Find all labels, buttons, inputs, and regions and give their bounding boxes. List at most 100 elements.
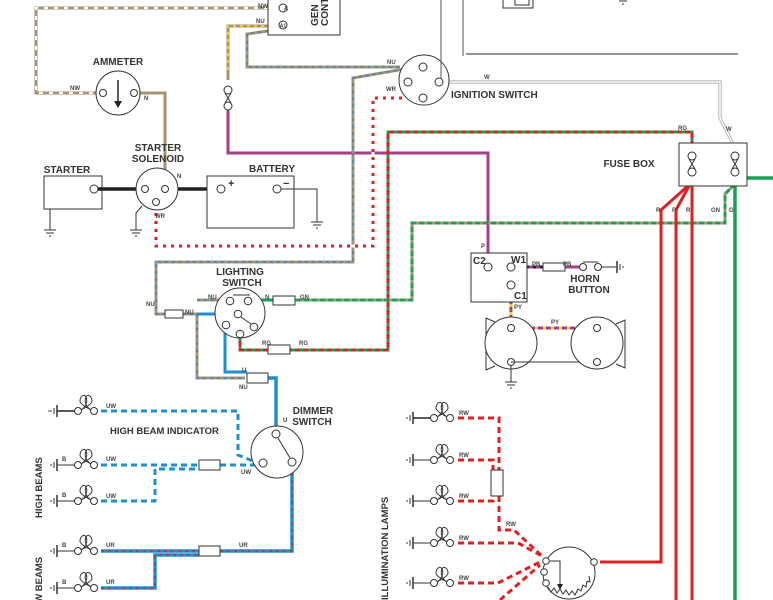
battery[interactable]: BATTERY + − [206,164,324,229]
wire-wr [154,96,418,248]
dimmer-switch-label-1: DIMMER [293,406,334,417]
wire-label: NW [70,86,80,92]
wire-w [440,80,737,149]
wire-label: RG [678,126,687,132]
horn-right[interactable] [570,316,626,370]
horn-button-label-1: HORN [570,274,599,285]
starter-label: STARTER [44,165,91,176]
dimmer-switch-label-2: SWITCH [292,417,331,428]
wire-label: RG [262,341,271,347]
inline-fuse-top [223,85,233,111]
starter[interactable]: STARTER [43,165,103,237]
wire-r1 [600,182,692,564]
wire-label: NU [208,295,217,301]
wire-n [140,91,167,182]
ammeter-label: AMMETER [93,57,144,68]
illumination-lamp-5 [406,566,454,590]
wire-nu-ign [245,28,400,69]
terminal-w1: W1 [511,255,526,266]
wire-nu-yellow [226,24,278,80]
wire-label: UW [106,494,116,500]
wire-label: U [242,368,246,374]
horn-button[interactable]: HORN BUTTON [568,260,624,296]
terminal-c2: C2 [473,256,486,267]
panel-rheostat[interactable] [540,546,598,600]
illumination-lamp-1 [406,401,454,425]
solenoid-label-1: STARTER [135,143,182,154]
illumination-lamps[interactable] [406,401,454,590]
high-beam-bulb-2[interactable] [50,484,98,508]
wire-label: UW [106,457,116,463]
high-beam-indicator-label: HIGH BEAM INDICATOR [110,426,219,437]
inline-fuse-rg [267,344,291,355]
minus-icon: − [283,178,289,190]
lighting-switch[interactable]: LIGHTING SWITCH [214,267,266,339]
ammeter[interactable]: AMMETER [93,57,144,116]
wire-label: PY [551,320,559,326]
wire-label: R [686,208,691,214]
gen-control-label: GEN [310,4,321,26]
low-beam-bulb-1[interactable] [50,534,98,558]
gen-control[interactable]: A A1 GEN CONT [267,0,341,36]
wire-label: NU [146,302,155,308]
fuse-box-label: FUSE BOX [603,159,654,170]
wire-label: B [62,457,67,463]
wire-u-dim [268,376,278,432]
wire-label: RW [459,453,469,459]
wire-labels: NW NU NW N N WR NU WR W W RG R R R GN G … [62,4,734,586]
ignition-switch[interactable]: IGNITION SWITCH [398,0,538,106]
horn-relay[interactable]: C2 W1 C1 [470,252,528,303]
wire-label: NU [185,310,194,316]
terminal-c1: C1 [514,291,527,302]
illumination-lamps-label: ILLUMINATION LAMPS [380,497,391,600]
inline-fuse-gn [272,295,296,306]
wire-label: U [283,418,287,424]
wire-label: PY [514,305,522,311]
wire-label: PB [563,262,572,268]
starter-solenoid[interactable]: STARTER SOLENOID [129,143,184,237]
wire-label: GN [300,295,309,301]
fuse-box[interactable]: FUSE BOX [603,142,748,187]
high-beam-bulb-1[interactable] [50,448,98,472]
low-beam-bulb-2[interactable] [50,571,98,595]
wire-label: RW [506,522,516,528]
terminal-a [278,3,288,13]
wire-u [223,325,247,374]
wire-label: UW [241,470,251,476]
wire-label: B [62,580,67,586]
wire-rw [458,416,544,600]
wire-uw-ind [101,409,259,465]
illumination-lamp-2 [406,443,454,467]
plus-icon: + [228,178,234,190]
wire-label: G [729,208,734,214]
illumination-lamp-4 [406,526,454,550]
upper-right-frame [440,0,738,72]
wire-nw [34,6,268,95]
high-beam-indicator-bulb[interactable] [48,394,98,418]
ignition-switch-label: IGNITION SWITCH [451,90,538,101]
wire-label: NU [239,385,248,391]
wire-label: N [144,96,148,102]
illumination-lamp-3 [406,484,454,508]
wire-label: W [726,127,732,133]
lighting-switch-label-1: LIGHTING [216,267,264,278]
battery-positive-terminal [216,184,226,194]
dimmer-switch[interactable]: DIMMER SWITCH [250,406,334,479]
horn-button-label-2: BUTTON [568,285,609,296]
battery-negative-terminal [272,184,282,194]
wire-label: N [177,174,181,180]
inline-fuse-ur [198,545,221,557]
wire-uw-hb2 [101,467,199,503]
wire-label: UR [239,543,248,549]
terminal-a1 [278,20,288,30]
wire-label: P [481,244,485,250]
wire-nu-lighting [154,66,411,316]
inline-fuse-u [246,372,269,384]
wire-label: R [656,208,661,214]
wire-label: RW [459,576,469,582]
svg-text:A: A [284,7,289,13]
wire-label: WR [386,87,397,93]
wire-label: UW [106,404,116,410]
wire-label: GN [711,208,720,214]
